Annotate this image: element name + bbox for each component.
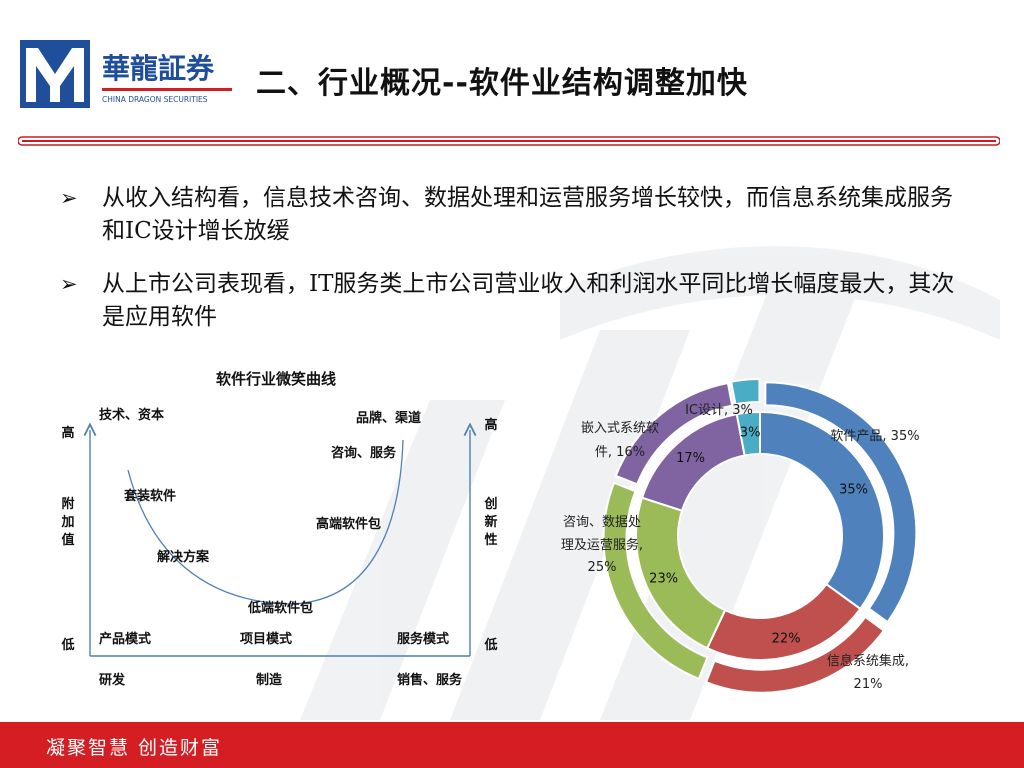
outer-slice-label: 25% — [588, 560, 617, 575]
bullet-text: 从上市公司表现看，IT服务类上市公司营业收入和利润水平同比增长幅度最大，其次是应… — [102, 271, 955, 330]
title-underline — [18, 136, 1000, 146]
label-packaged-software: 套装软件 — [123, 488, 176, 504]
outer-slice-label: 21% — [854, 677, 883, 692]
stage-rnd: 研发 — [99, 672, 126, 688]
axis-title-char: 值 — [61, 532, 74, 548]
inner-slice-4 — [735, 410, 761, 457]
page-title: 二、行业概况--软件业结构调整加快 — [256, 66, 748, 101]
outer-slice-3 — [614, 381, 734, 486]
arrow-bullet-icon: ➢ — [60, 272, 78, 296]
label-tech-capital: 技术、资本 — [99, 407, 164, 423]
mode-project: 项目模式 — [240, 631, 292, 647]
footer-bar: 凝聚智慧 创造财富 — [0, 722, 1024, 768]
outer-slice-label: 咨询、数据处 — [563, 515, 641, 530]
right-axis-low: 低 — [483, 637, 497, 653]
outer-slice-label: 软件产品, 35% — [830, 429, 919, 444]
outer-slice-label: 理及运营服务, — [561, 537, 643, 553]
label-brand-channel: 品牌、渠道 — [356, 410, 421, 426]
logo-chinese-name: 華龍証券 — [102, 52, 215, 85]
outer-slice-label: 件, 16% — [595, 445, 645, 460]
smile-chart-title: 软件行业微笑曲线 — [216, 370, 336, 388]
company-logo: 華龍証券 CHINA DRAGON SECURITIES — [20, 40, 232, 108]
axis-title-char: 性 — [484, 532, 497, 548]
left-axis-title: 附加值 — [60, 496, 74, 548]
stage-manufacturing: 制造 — [256, 672, 283, 688]
inner-slice-0 — [759, 410, 885, 611]
outer-slice-label: 信息系统集成, — [827, 653, 909, 669]
arrow-bullet-icon: ➢ — [60, 186, 78, 210]
bullet-item: ➢ 从上市公司表现看，IT服务类上市公司营业收入和利润水平同比增长幅度最大，其次… — [60, 268, 960, 334]
mode-product: 产品模式 — [99, 631, 151, 647]
inner-slice-label: 17% — [676, 451, 705, 466]
outer-slice-label: 嵌入式系统软 — [581, 421, 659, 436]
bullet-item: ➢ 从收入结构看，信息技术咨询、数据处理和运营服务增长较快，而信息系统集成服务和… — [60, 182, 960, 248]
outer-slice-label: IC设计, 3% — [685, 403, 753, 418]
right-axis-high: 高 — [484, 417, 497, 433]
smile-curve — [127, 439, 404, 605]
outer-slice-2 — [602, 481, 709, 681]
right-axis-title: 创新性 — [483, 496, 497, 548]
inner-slice-label: 35% — [839, 482, 868, 497]
axis-title-char: 附 — [61, 496, 74, 512]
bullet-list: ➢ 从收入结构看，信息技术咨询、数据处理和运营服务增长较快，而信息系统集成服务和… — [60, 182, 960, 354]
axis-title-char: 加 — [60, 515, 74, 530]
inner-slice-label: 22% — [772, 632, 801, 647]
label-low-end-package: 低端软件包 — [247, 600, 313, 616]
axis-title-char: 新 — [484, 514, 497, 530]
left-axis-high: 高 — [61, 425, 74, 441]
left-axis-low: 低 — [60, 637, 74, 653]
mode-service: 服务模式 — [397, 631, 449, 647]
axis-title-char: 创 — [483, 496, 497, 512]
inner-slice-label: 3% — [740, 425, 761, 440]
outer-slice-4 — [729, 378, 761, 406]
stage-sales-service: 销售、服务 — [397, 672, 463, 688]
label-consulting-service: 咨询、服务 — [331, 445, 397, 461]
outer-slice-1 — [704, 615, 886, 694]
logo-english-name: CHINA DRAGON SECURITIES — [102, 95, 208, 104]
bullet-text: 从收入结构看，信息技术咨询、数据处理和运营服务增长较快，而信息系统集成服务和IC… — [102, 185, 953, 244]
label-high-end-package: 高端软件包 — [316, 516, 381, 532]
outer-slice-0 — [764, 381, 918, 624]
label-solutions: 解决方案 — [156, 549, 210, 565]
footer-slogan: 凝聚智慧 创造财富 — [46, 737, 223, 759]
inner-slice-label: 23% — [649, 572, 678, 587]
